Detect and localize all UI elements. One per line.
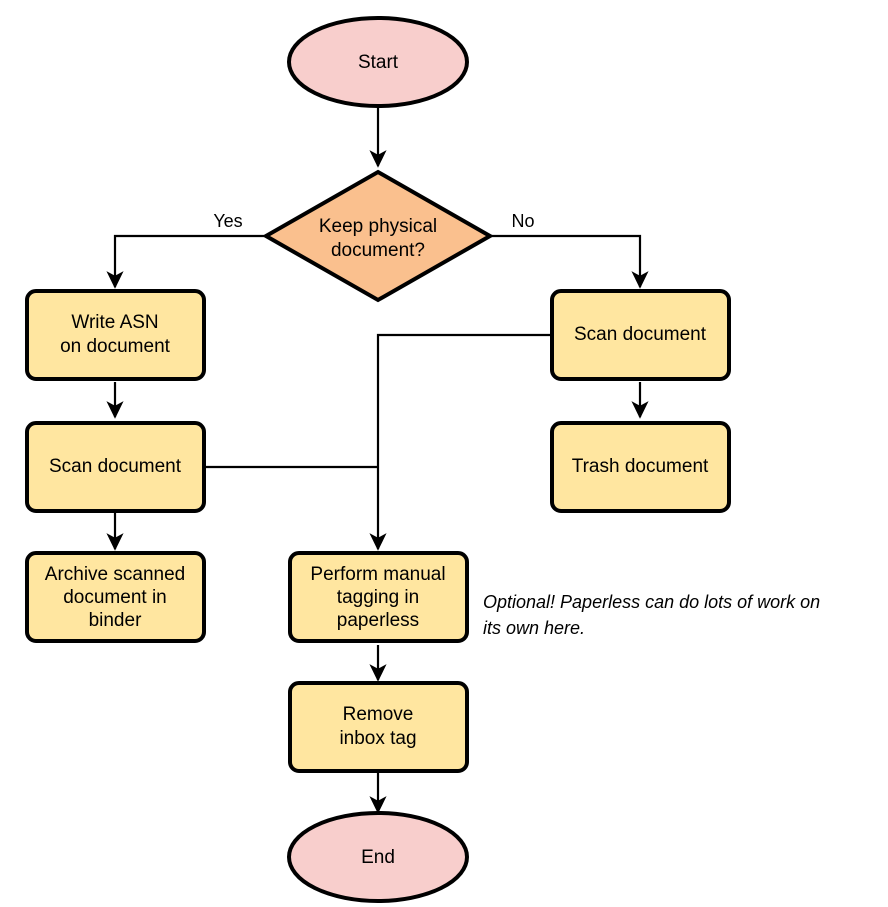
decision-diamond: [261, 169, 495, 303]
end-label: End: [361, 847, 395, 868]
edge-decision-yes-to-write-asn: [106, 234, 264, 289]
remove-inbox-label-line2: inbox tag: [339, 728, 416, 749]
node-archive-scanned-document[interactable]: Archive scanned document in binder: [25, 551, 206, 643]
remove-inbox-box: [288, 681, 469, 773]
node-decision-keep-physical-document[interactable]: Keep physical document?: [261, 169, 495, 303]
scan-left-box: [25, 421, 206, 513]
decision-label-line2: document?: [331, 240, 425, 261]
end-ellipse: [287, 811, 469, 903]
write-asn-box: [25, 289, 206, 381]
scan-right-box: [550, 289, 731, 381]
node-write-asn[interactable]: Write ASN on document: [25, 289, 206, 381]
node-scan-document-right[interactable]: Scan document: [550, 289, 731, 381]
node-scan-document-left[interactable]: Scan document: [25, 421, 206, 513]
archive-label-line1: Archive scanned: [45, 564, 185, 585]
archive-label-line2: document in: [63, 587, 167, 608]
write-asn-label-line2: on document: [60, 336, 171, 357]
tagging-box: [288, 551, 469, 643]
edge-label-yes: Yes: [213, 211, 242, 231]
archive-label-line3: binder: [89, 610, 142, 631]
note-line1: Optional! Paperless can do lots of work …: [483, 592, 820, 612]
note-optional-paperless: Optional! Paperless can do lots of work …: [483, 592, 820, 638]
node-remove-inbox-tag[interactable]: Remove inbox tag: [288, 681, 469, 773]
tagging-label-line2: tagging in: [337, 587, 419, 608]
note-line2: its own here.: [483, 618, 585, 638]
node-start[interactable]: Start: [287, 16, 469, 108]
write-asn-label-line1: Write ASN: [71, 312, 158, 333]
scan-left-label: Scan document: [49, 456, 182, 477]
edge-label-no: No: [511, 211, 534, 231]
trash-box: [550, 421, 731, 513]
edge-scan-right-to-tagging: [369, 333, 552, 551]
scan-right-label: Scan document: [574, 324, 707, 345]
remove-inbox-label-line1: Remove: [343, 704, 414, 725]
start-ellipse: [287, 16, 469, 108]
tagging-label-line3: paperless: [337, 610, 419, 631]
start-label: Start: [358, 52, 399, 73]
edge-decision-no-to-scan-right: [491, 234, 649, 289]
archive-box: [25, 551, 206, 643]
tagging-label-line1: Perform manual: [310, 564, 445, 585]
node-trash-document[interactable]: Trash document: [550, 421, 731, 513]
node-perform-manual-tagging[interactable]: Perform manual tagging in paperless: [288, 551, 469, 643]
node-end[interactable]: End: [287, 811, 469, 903]
decision-label-line1: Keep physical: [319, 216, 437, 237]
trash-label: Trash document: [572, 456, 709, 477]
